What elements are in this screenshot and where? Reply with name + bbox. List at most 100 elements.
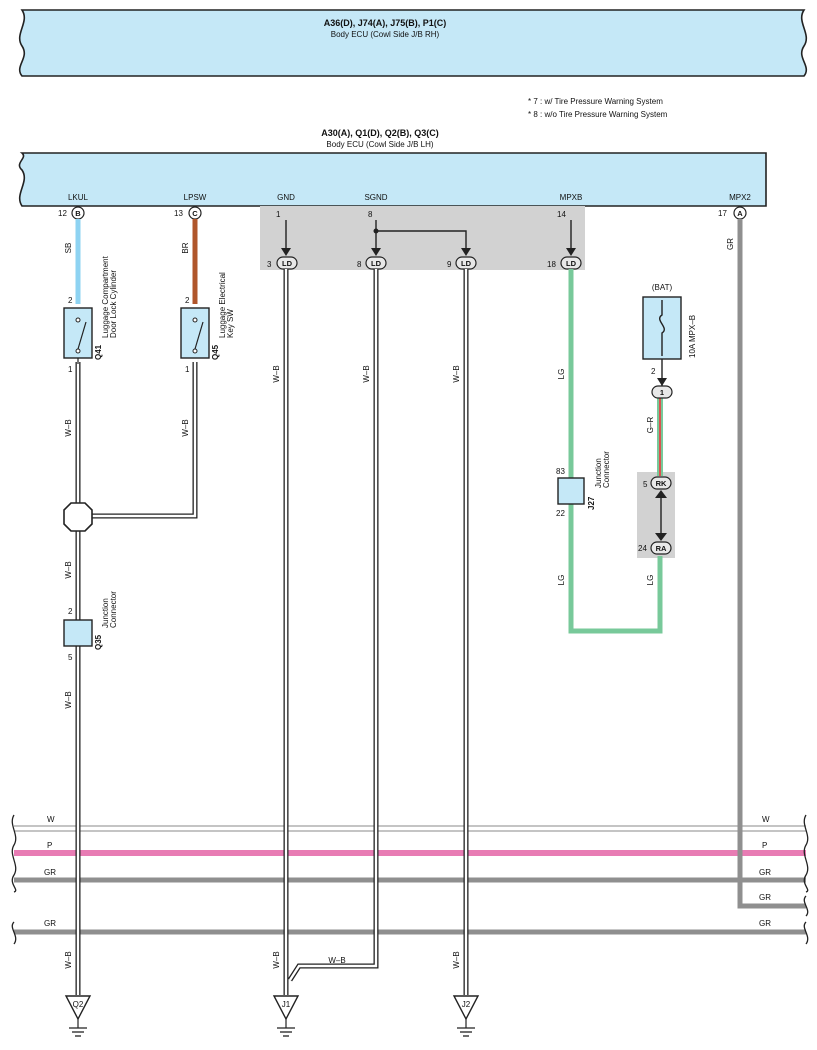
q45-id: Q45 [211, 344, 220, 360]
ld-label-3: LD [282, 259, 293, 268]
wire-lg-label-bottom: LG [557, 575, 566, 586]
j27-pin-bottom: 22 [556, 509, 565, 518]
fuse-junction-oval [651, 385, 673, 399]
ra-chevron [655, 533, 667, 541]
top-ecu-box [18, 9, 808, 77]
main-ecu-code: A30(A), Q1(D), Q2(B), Q3(C) [321, 128, 439, 138]
ld-label-18: LD [566, 259, 577, 268]
sgnd-branch [376, 230, 467, 253]
bus-lines [14, 825, 806, 935]
j27-line1: Junction [594, 458, 603, 488]
ground-q2-label: Q2 [73, 1000, 84, 1009]
wb-label-sgnd: W–B [362, 365, 371, 382]
ra-pin: 24 [638, 544, 647, 553]
wb-label-q35: W–B [64, 691, 73, 708]
ld-pin-3: 3 [267, 260, 272, 269]
wb-label-ld9-bottom: W–B [452, 951, 461, 968]
main-ecu-name: Body ECU (Cowl Side J/B LH) [326, 140, 433, 149]
q35-pin-top: 2 [68, 607, 73, 616]
arrow-sgnd2 [461, 248, 471, 256]
arrow-gnd [281, 248, 291, 256]
wb-label-q45: W–B [181, 419, 190, 436]
bus-gr2-right: GR [759, 893, 771, 902]
bus-gr3-right: GR [759, 919, 771, 928]
pin-12: 12 [58, 209, 67, 218]
ra-oval [650, 541, 672, 555]
j27-id: J27 [587, 496, 596, 510]
terminal-mpxb: MPXB [560, 193, 583, 202]
ground-j2 [452, 995, 480, 1037]
arrow-sgnd [371, 248, 381, 256]
bus-p-right: P [762, 841, 767, 850]
pin-13-conn-letter: C [192, 209, 198, 218]
ground-j1-label: J1 [282, 1000, 291, 1009]
bus-p-left: P [47, 841, 52, 850]
q35-line1: Junction [101, 598, 110, 628]
q41-blade [77, 321, 87, 350]
q35-pin-bottom: 5 [68, 653, 73, 662]
terminal-mpx2: MPX2 [729, 193, 751, 202]
pin-8-ecu: 8 [368, 210, 373, 219]
q45-pin-bottom: 1 [185, 365, 190, 374]
fuse-icon [659, 300, 665, 356]
wb-label-splice: W–B [64, 561, 73, 578]
q41-line2: Door Lock Cylinder [109, 270, 118, 338]
wb-label-sgnd-horizontal: W–B [328, 956, 345, 965]
wire-mpx2-gr [737, 219, 806, 909]
q41-line1: Luggage Compartment [101, 255, 110, 338]
q45-blade [194, 321, 204, 350]
pin-17-conn-letter: A [737, 209, 743, 218]
q41-pin-bottom: 1 [68, 365, 73, 374]
fuse-source: (BAT) [652, 283, 673, 292]
pin-13: 13 [174, 209, 183, 218]
rk-oval [650, 476, 672, 490]
wb-label-q2: W–B [64, 951, 73, 968]
arrow-mpxb [566, 248, 576, 256]
bus-gr-left: GR [44, 868, 56, 877]
q45-contact-top [192, 317, 198, 323]
bus-w-left: W [47, 815, 55, 824]
q45-pin-top: 2 [185, 296, 190, 305]
bus-w-right: W [762, 815, 770, 824]
q45-contact-bottom [192, 348, 198, 354]
bus-gr-right: GR [759, 868, 771, 877]
splice-octagon [63, 502, 93, 532]
rk-chevron [655, 490, 667, 498]
terminal-sgnd: SGND [364, 193, 387, 202]
q41-id: Q41 [94, 344, 103, 360]
ground-j2-label: J2 [462, 1000, 471, 1009]
fuse-pin: 2 [651, 367, 656, 376]
pin-12-conn-letter: B [75, 209, 81, 218]
wb-label-q41: W–B [64, 419, 73, 436]
terminal-gnd: GND [277, 193, 295, 202]
j27-line2: Connector [602, 451, 611, 488]
pin-14: 14 [557, 210, 566, 219]
ld-label-8: LD [371, 259, 382, 268]
ld-pin-18: 18 [547, 260, 556, 269]
wb-label-gnd-bottom: W–B [272, 951, 281, 968]
j27-box [557, 477, 585, 505]
ld-label-9: LD [461, 259, 472, 268]
ld-pin-8: 8 [357, 260, 362, 269]
ground-shade-block [260, 206, 585, 270]
ground-q2 [64, 995, 92, 1037]
ld-pin-9: 9 [447, 260, 452, 269]
q35-line2: Connector [109, 591, 118, 628]
top-ecu-code: A36(D), J74(A), J75(B), P1(C) [324, 18, 447, 28]
rk-label: RK [656, 479, 667, 488]
wb-label-ld9: W–B [452, 365, 461, 382]
sgnd-splice [373, 228, 379, 234]
j27-pin-top: 83 [556, 467, 565, 476]
wire-br-label: BR [181, 242, 190, 253]
fuse-arrow [657, 378, 667, 386]
pin-17: 17 [718, 209, 727, 218]
bus-break-marks [11, 814, 809, 945]
q35-id: Q35 [94, 634, 103, 650]
wire-lg-label-top: LG [557, 369, 566, 380]
wire-mpx2-label: GR [726, 238, 735, 250]
fuse-label: 10A MPX–B [688, 315, 697, 358]
ra-label: RA [656, 544, 667, 553]
wire-lg [568, 269, 663, 634]
note-7: * 7 : w/ Tire Pressure Warning System [528, 97, 663, 106]
